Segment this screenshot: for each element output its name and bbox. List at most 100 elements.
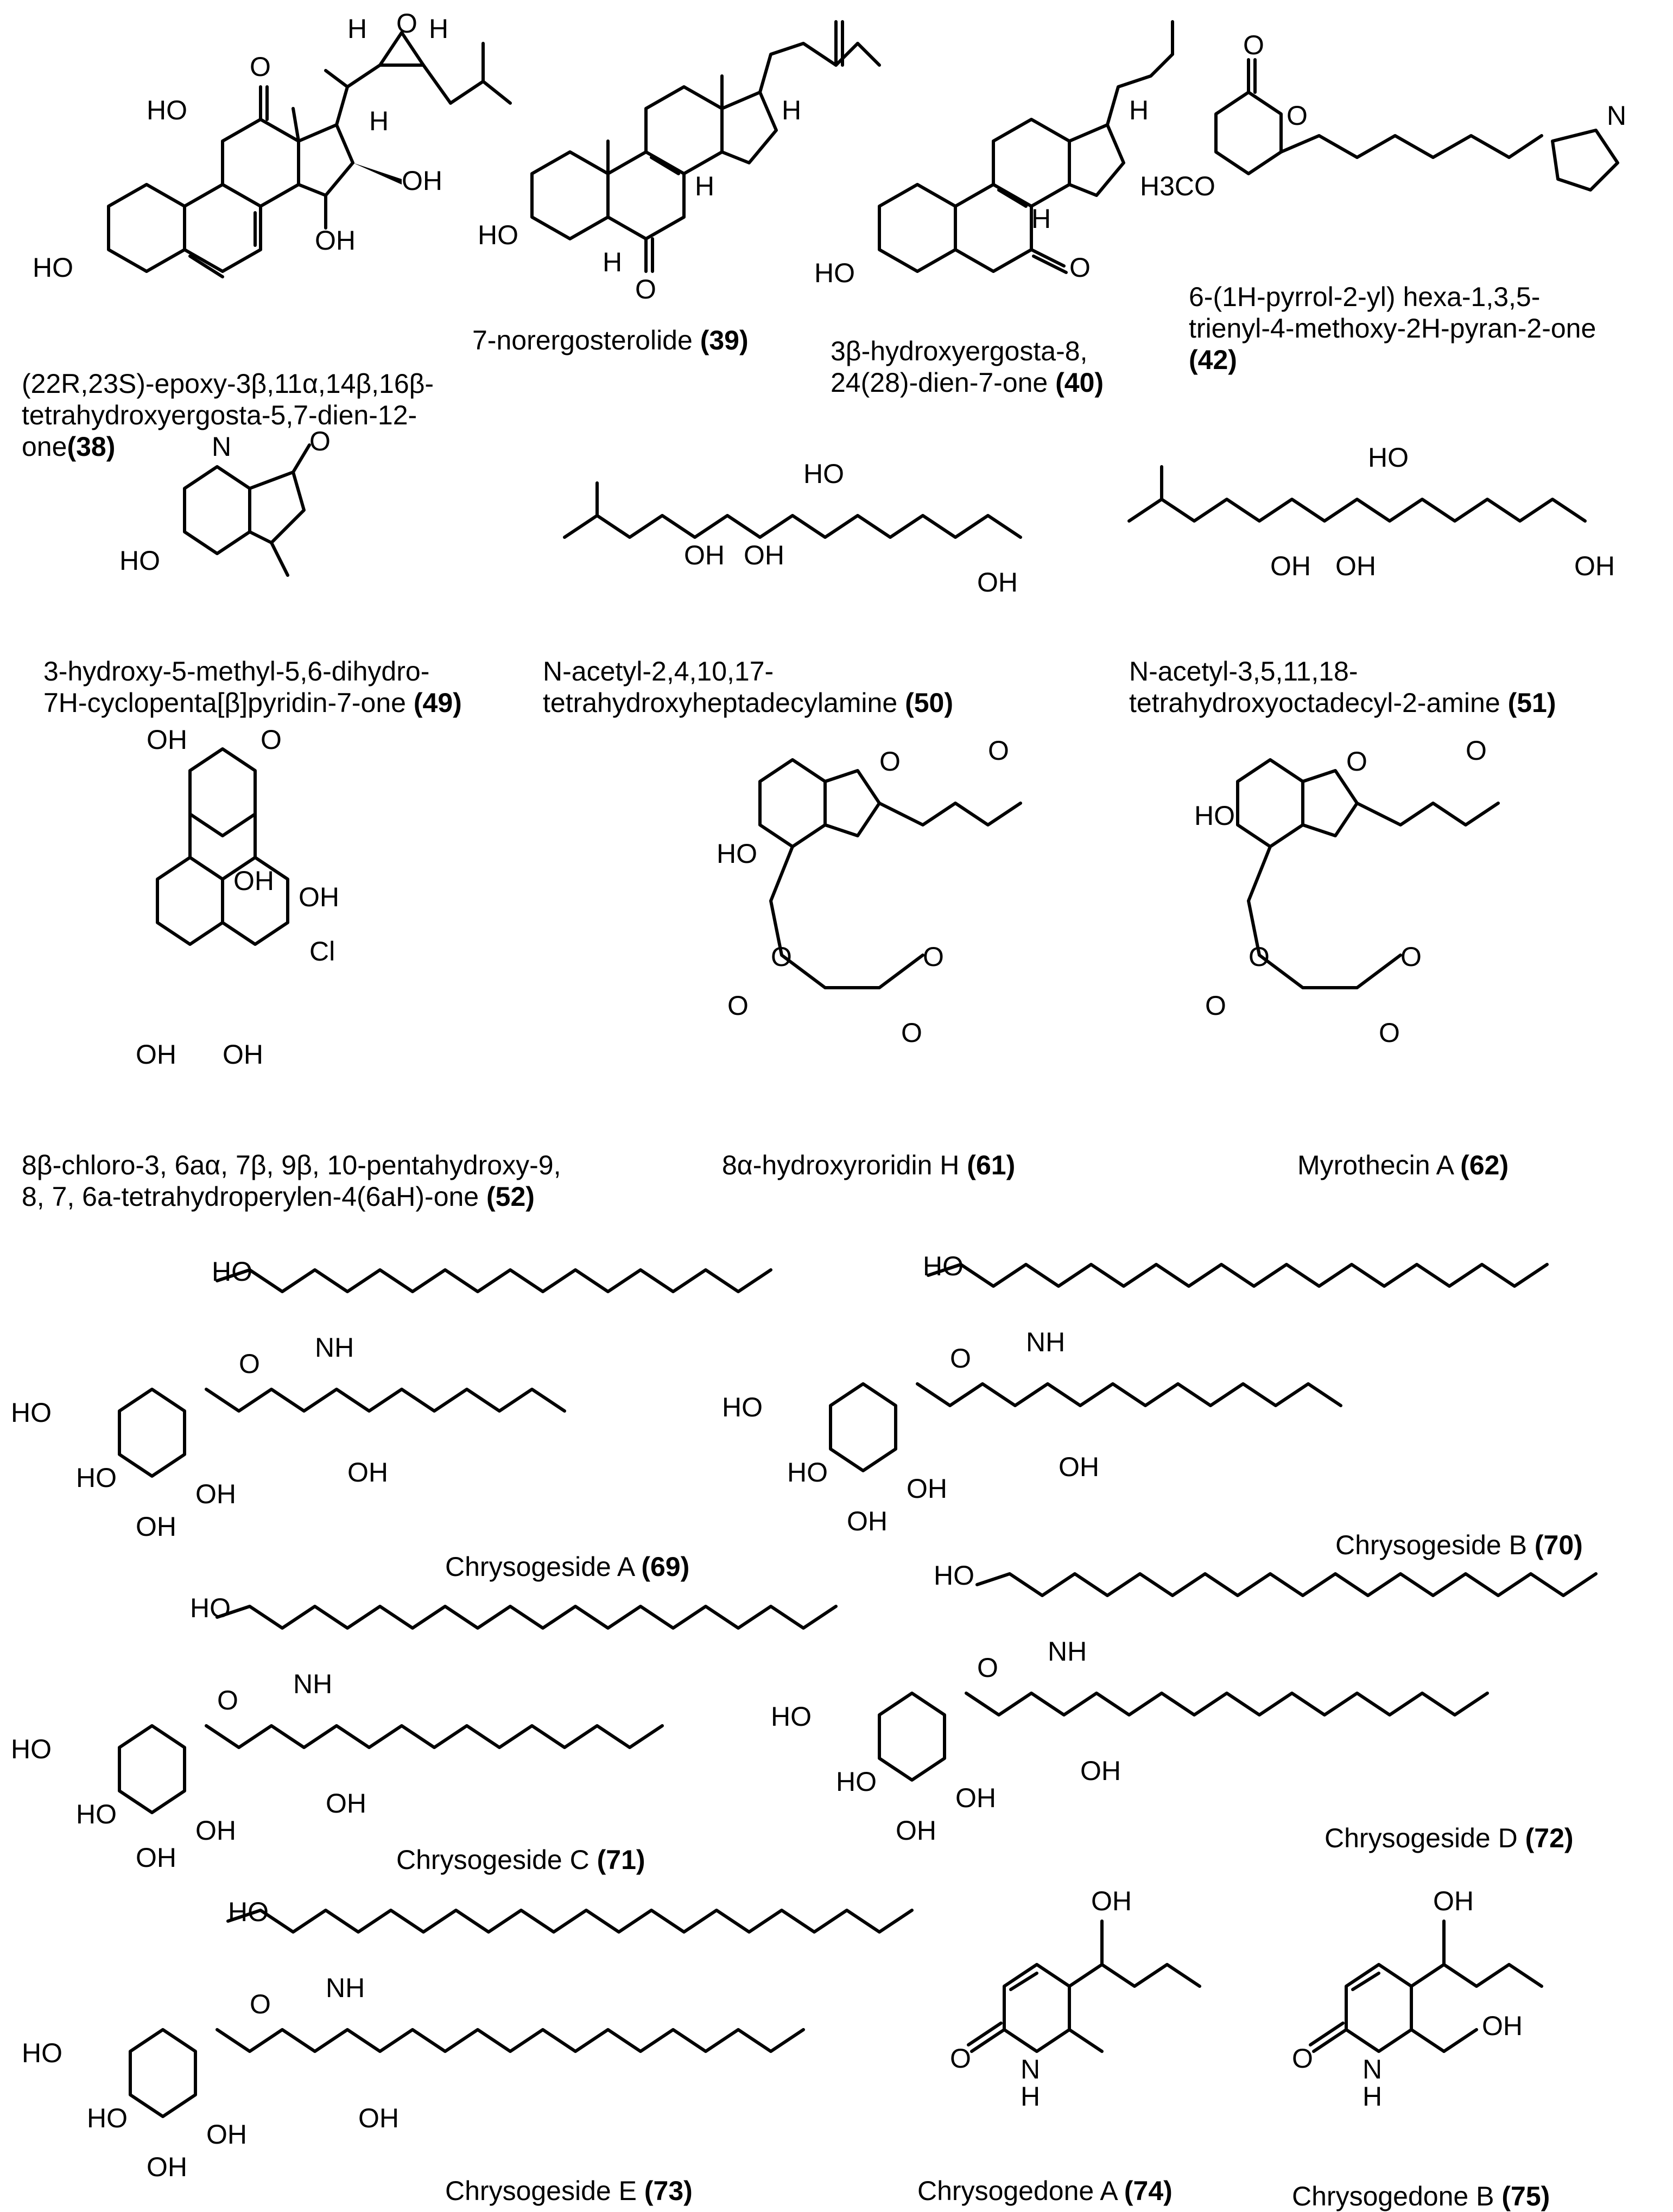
- atom-label: OH: [1080, 1756, 1121, 1786]
- structure-50: OH OH OH HO: [563, 459, 1022, 598]
- caption-70-number: (70): [1534, 1530, 1583, 1560]
- caption-75-name: Chrysogedone B: [1292, 2181, 1494, 2211]
- atom-label: O: [217, 1685, 238, 1715]
- atom-label: NH: [1048, 1636, 1087, 1667]
- atom-label: O: [923, 942, 944, 972]
- caption-39-number: (39): [700, 325, 749, 355]
- caption-61-name: 8α-hydroxyroridin H: [722, 1150, 960, 1180]
- atom-label: OH: [299, 882, 339, 912]
- atom-label: HO: [923, 1251, 964, 1281]
- atom-label: HO: [934, 1560, 974, 1591]
- atom-label: H: [1021, 2081, 1040, 2112]
- atom-label: O: [950, 1343, 971, 1374]
- atom-label: O: [1205, 990, 1226, 1021]
- atom-label: N: [1607, 100, 1626, 131]
- atom-label: O: [635, 274, 656, 304]
- structure-42: H3CO O O N: [1140, 30, 1626, 201]
- caption-52: 8β-chloro-3, 6aα, 7β, 9β, 10-pentahydrox…: [22, 1118, 673, 1212]
- atom-label: H: [1129, 95, 1149, 125]
- atom-label: OH: [1433, 1886, 1474, 1916]
- atom-label: O: [977, 1652, 998, 1683]
- caption-38-number: (38): [67, 431, 116, 462]
- caption-69-name: Chrysogeside A: [445, 1552, 634, 1582]
- caption-71-number: (71): [597, 1845, 645, 1875]
- atom-label: OH: [358, 2103, 399, 2133]
- atom-label: HO: [836, 1766, 877, 1797]
- atom-label: OH: [326, 1788, 366, 1819]
- structure-49: HO N O: [119, 426, 331, 577]
- atom-label: H: [603, 247, 622, 277]
- atom-label: HO: [212, 1256, 252, 1287]
- caption-70: Chrysogeside B (70): [1335, 1498, 1661, 1561]
- caption-49-name: 3-hydroxy-5-methyl-5,6-dihydro- 7H-cyclo…: [43, 656, 430, 718]
- atom-label: HO: [803, 459, 844, 489]
- atom-label: OH: [847, 1506, 888, 1536]
- caption-73: Chrysogeside E (73): [445, 2144, 771, 2207]
- atom-label: HO: [787, 1457, 828, 1488]
- atom-label: O: [901, 1018, 922, 1048]
- atom-label: HO: [228, 1897, 269, 1927]
- structure-38: HO HO O OH OH O H H H: [33, 8, 512, 283]
- atom-label: O: [1400, 942, 1422, 972]
- atom-label: OH: [402, 166, 442, 196]
- caption-49: 3-hydroxy-5-methyl-5,6-dihydro- 7H-cyclo…: [43, 624, 532, 719]
- caption-52-number: (52): [486, 1181, 535, 1212]
- structure-51: OH OH OH HO: [1127, 442, 1615, 581]
- atom-label: HO: [87, 2103, 128, 2133]
- caption-71: Chrysogeside C (71): [396, 1813, 722, 1876]
- caption-69-number: (69): [641, 1552, 690, 1582]
- atom-label: NH: [326, 1973, 365, 2003]
- atom-label: HO: [76, 1463, 117, 1493]
- atom-label: HO: [717, 838, 757, 869]
- atom-label: N: [1021, 2054, 1040, 2084]
- caption-40: 3β-hydroxyergosta-8, 24(28)-dien-7-one (…: [831, 304, 1135, 398]
- atom-label: OH: [1482, 2011, 1523, 2041]
- caption-69: Chrysogeside A (69): [445, 1520, 771, 1582]
- atom-label: O: [396, 8, 417, 39]
- caption-62-number: (62): [1460, 1150, 1509, 1180]
- caption-75: Chrysogedone B (75): [1292, 2149, 1650, 2212]
- atom-label: O: [1249, 942, 1270, 972]
- structure-72: HO HO O NH HO OH OH OH: [771, 1560, 1598, 1846]
- structure-74: OH O N H: [950, 1886, 1201, 2112]
- atom-label: OH: [147, 2152, 187, 2182]
- atom-label: OH: [955, 1783, 996, 1813]
- caption-61-number: (61): [967, 1150, 1016, 1180]
- caption-39: 7-norergosterolide (39): [472, 293, 798, 356]
- caption-72-name: Chrysogeside D: [1325, 1823, 1518, 1853]
- caption-70-name: Chrysogeside B: [1335, 1530, 1527, 1560]
- atom-label: HO: [722, 1392, 763, 1422]
- caption-50-number: (50): [905, 688, 953, 718]
- atom-label: H: [1031, 204, 1051, 234]
- atom-label: OH: [347, 1457, 388, 1488]
- atom-label: OH: [195, 1815, 236, 1846]
- caption-62: Myrothecin A (62): [1297, 1118, 1623, 1181]
- atom-label: OH: [195, 1479, 236, 1509]
- atom-label: H: [695, 171, 714, 201]
- atom-label: NH: [1026, 1327, 1065, 1357]
- atom-label: OH: [206, 2119, 247, 2150]
- atom-label: OH: [1270, 551, 1311, 581]
- atom-label: OH: [233, 866, 274, 896]
- atom-label: H: [1363, 2081, 1382, 2112]
- atom-label: H: [347, 14, 367, 44]
- atom-label: O: [988, 735, 1009, 766]
- atom-label: N: [1363, 2054, 1382, 2084]
- atom-label: O: [1346, 746, 1367, 777]
- atom-label: O: [1243, 30, 1264, 60]
- atom-label: OH: [1091, 1886, 1132, 1916]
- caption-51-name: N-acetyl-3,5,11,18- tetrahydroxyoctadecy…: [1129, 656, 1500, 718]
- atom-label: OH: [1574, 551, 1615, 581]
- atom-label: O: [309, 426, 331, 456]
- caption-71-name: Chrysogeside C: [396, 1845, 590, 1875]
- structure-69: HO HO O NH HO OH OH OH: [11, 1256, 772, 1542]
- atom-label: OH: [896, 1815, 936, 1846]
- atom-label: OH: [684, 540, 725, 570]
- structure-52: OH O OH OH Cl OH OH: [136, 724, 339, 1070]
- caption-38: (22R,23S)-epoxy-3β,11α,14β,16β- tetrahyd…: [22, 336, 510, 462]
- atom-label: HO: [147, 95, 187, 125]
- caption-75-number: (75): [1501, 2181, 1550, 2211]
- atom-label: O: [1466, 735, 1487, 766]
- structure-62: HO O O O O O O: [1194, 735, 1500, 1048]
- atom-label: OH: [223, 1039, 263, 1070]
